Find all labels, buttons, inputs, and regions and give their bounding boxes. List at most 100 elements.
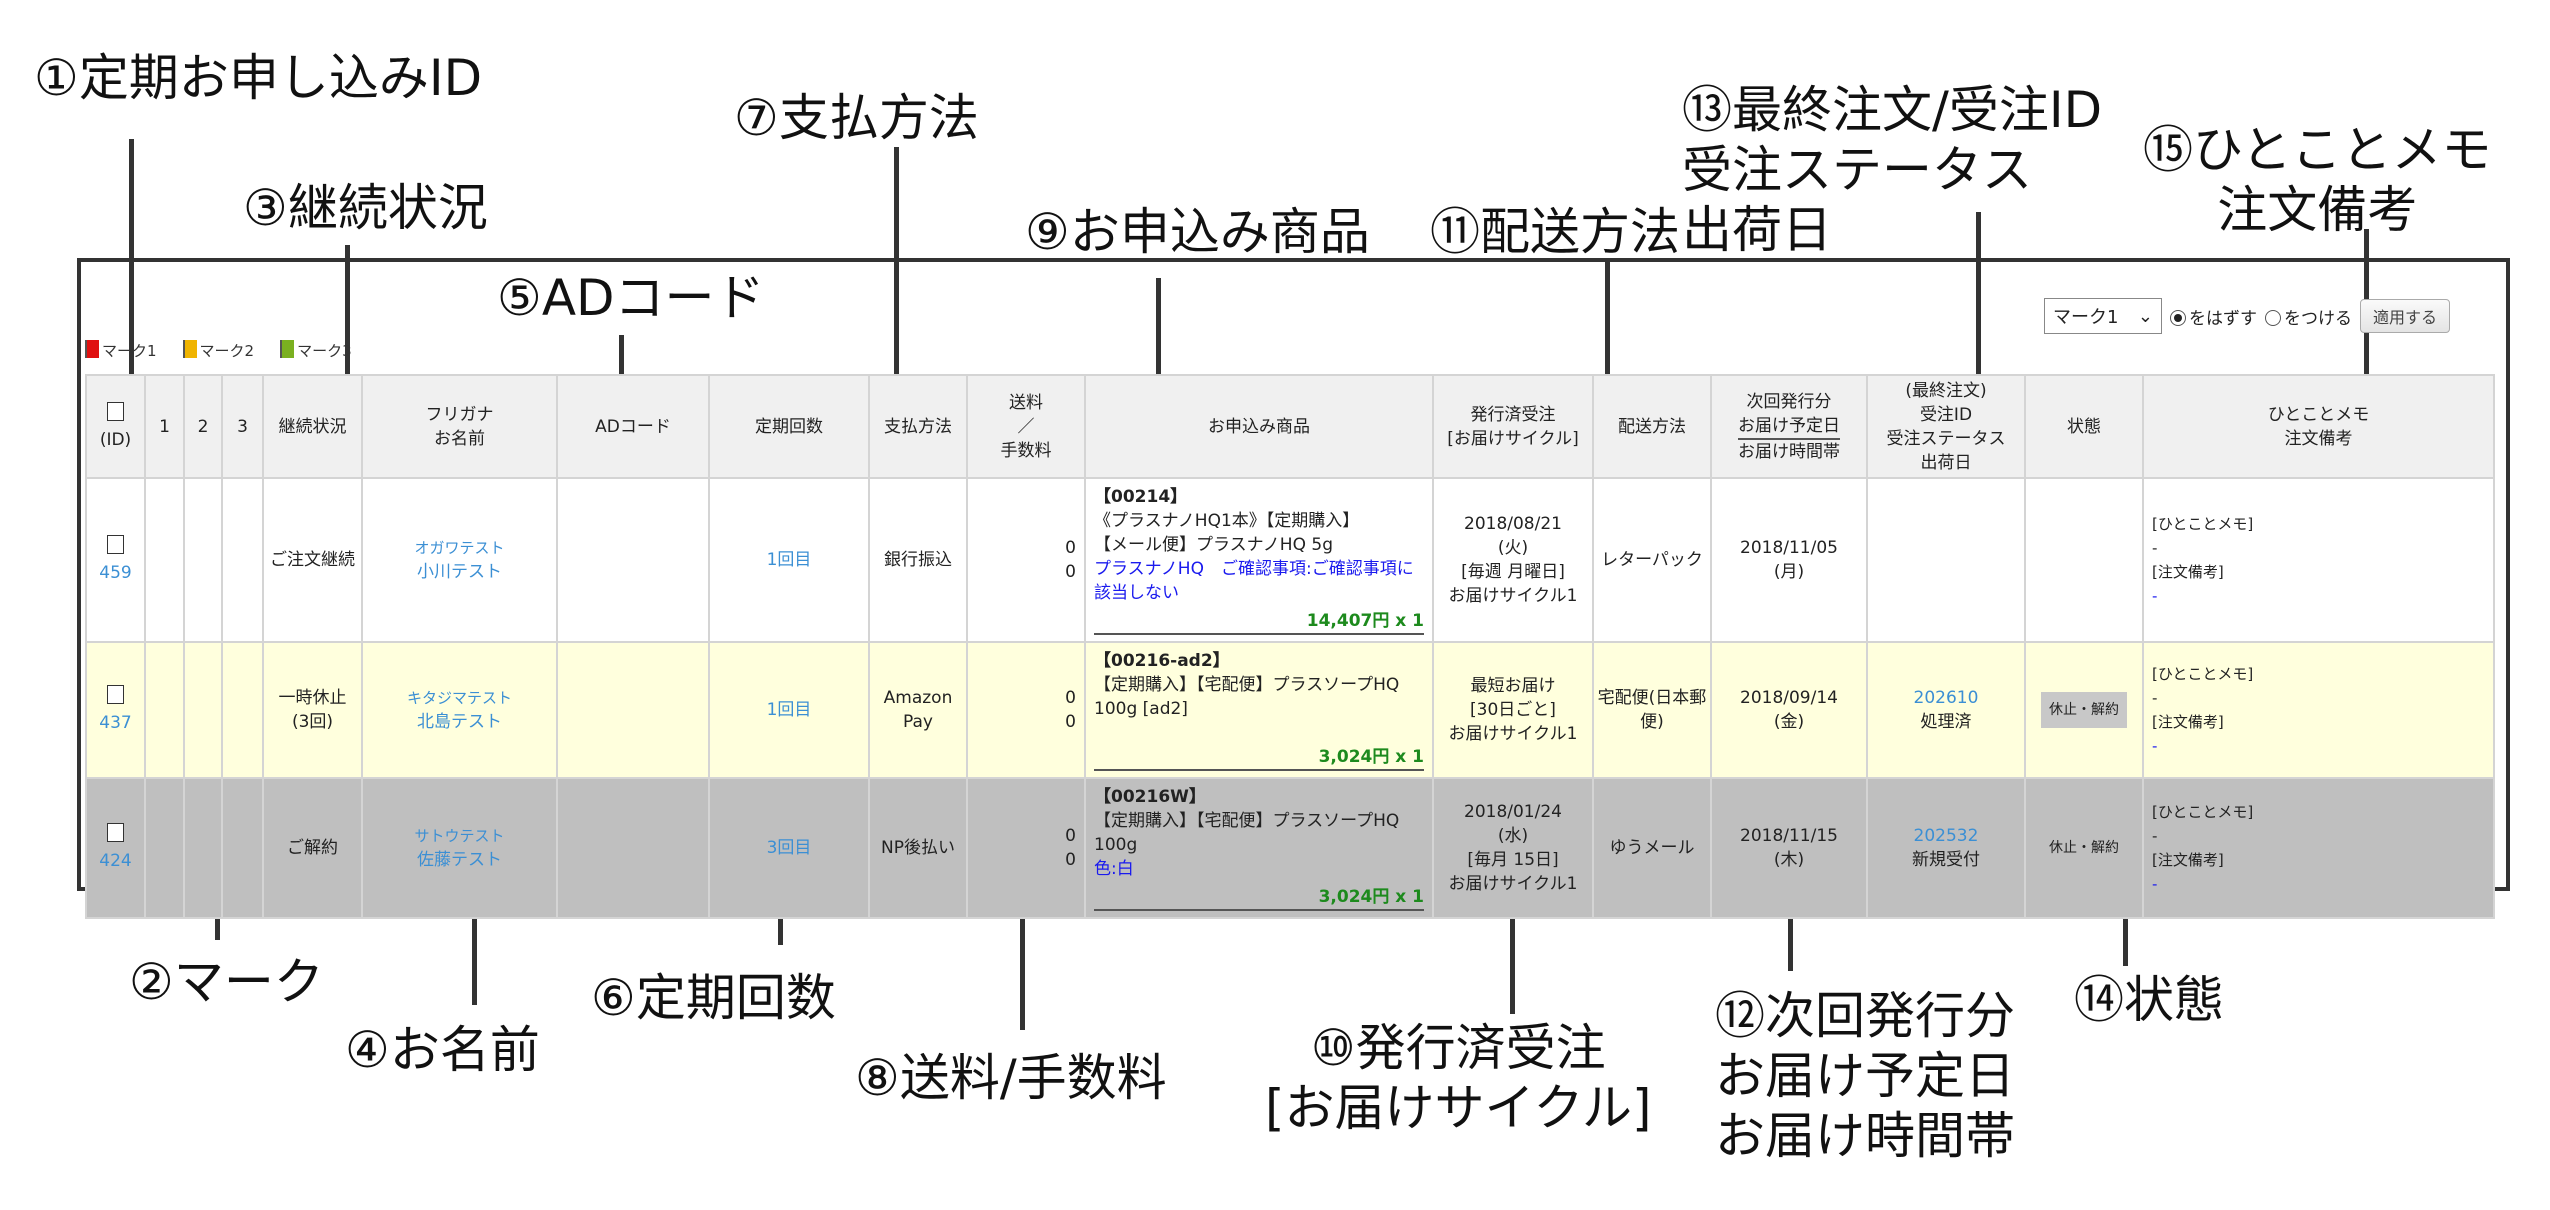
legend-label: マーク1 (102, 342, 157, 360)
fee-value: 0 (1065, 826, 1076, 846)
name-link[interactable]: 佐藤テスト (417, 850, 502, 870)
kana-link[interactable]: キタジマテスト (406, 689, 512, 707)
memo-value: - (2152, 689, 2158, 707)
product-cell: 【00216-ad2】【定期購入】【宅配便】プラスソープHQ 100g [ad2… (1084, 641, 1434, 779)
chevron-down-icon: ⌄ (2137, 305, 2153, 327)
issued-line: お届けサイクル1 (1448, 874, 1578, 894)
row-checkbox[interactable] (107, 535, 124, 554)
header-mark3[interactable]: 3 (221, 374, 264, 479)
name-cell: キタジマテスト北島テスト (361, 641, 558, 779)
id-cell: 424 (85, 777, 146, 919)
mark-select[interactable]: マーク1⌄ (2044, 298, 2162, 334)
header-mark2[interactable]: 2 (183, 374, 223, 479)
ad-cell (556, 641, 710, 779)
commission-value: 0 (1065, 850, 1076, 870)
product-code: 【00216-ad2】 (1094, 651, 1230, 671)
mark2-cell[interactable] (183, 477, 223, 643)
radio-add[interactable]: をつける (2265, 304, 2352, 329)
annotation-line-1: ⑮ひとことメモ (2143, 121, 2492, 179)
note-value[interactable]: - (2152, 587, 2158, 605)
legend-mark3: マーク3 (280, 340, 352, 361)
issued-line: お届けサイクル1 (1448, 724, 1578, 744)
mark3-cell[interactable] (221, 477, 264, 643)
annotation-line (1510, 866, 1515, 1014)
issued-cell: 最短お届け[30日ごと]お届けサイクル1 (1432, 641, 1594, 779)
header-memo: ひとことメモ注文備考 (2142, 374, 2495, 479)
header-label: (ID) (99, 429, 132, 450)
radio-icon (2170, 309, 2186, 326)
product-code: 【00214】 (1094, 487, 1188, 507)
mark1-cell[interactable] (144, 777, 185, 919)
count-cell: 3回目 (708, 777, 870, 919)
order-id-link[interactable]: 202610 (1913, 688, 1979, 708)
header-label: 注文備考 (2284, 428, 2353, 449)
row-checkbox[interactable] (107, 823, 124, 842)
note-value[interactable]: - (2152, 737, 2158, 755)
name-link[interactable]: 北島テスト (417, 712, 502, 732)
next-cell: 2018/11/05(月) (1710, 477, 1868, 643)
header-label: 発行済受注 (1470, 404, 1556, 425)
green-flag-icon (280, 340, 295, 358)
mark1-cell[interactable] (144, 477, 185, 643)
mark3-cell[interactable] (221, 777, 264, 919)
product-line: 【定期購入】【宅配便】プラスソープHQ 100g [ad2] (1094, 675, 1400, 719)
memo-label: [ひとことメモ] (2152, 803, 2254, 821)
state-cell: 休止・解約 (2024, 777, 2144, 919)
mark2-cell[interactable] (183, 777, 223, 919)
order-status: 新規受付 (1912, 850, 1980, 870)
annotation-product: ⑨お申込み商品 (1025, 203, 1370, 261)
header-label: [お届けサイクル] (1447, 428, 1579, 449)
id-link[interactable]: 437 (99, 713, 132, 733)
count-link[interactable]: 3回目 (766, 838, 812, 858)
count-cell: 1回目 (708, 641, 870, 779)
header-mark1[interactable]: 1 (144, 374, 185, 479)
memo-value: - (2152, 827, 2158, 845)
note-label: [注文備考] (2152, 851, 2224, 869)
kana-link[interactable]: オガワテスト (414, 539, 505, 557)
mark1-cell[interactable] (144, 641, 185, 779)
payment-cell: 銀行振込 (868, 477, 968, 643)
order-id-link[interactable]: 202532 (1913, 826, 1979, 846)
state-button[interactable]: 休止・解約 (2049, 840, 2119, 856)
count-link[interactable]: 1回目 (766, 550, 812, 570)
annotation-line-2: 注文備考 (2217, 181, 2418, 239)
status-value: 一時休止 (278, 688, 347, 708)
status-detail: (3回) (291, 712, 334, 732)
annotation-state: ⑭状態 (2074, 971, 2224, 1029)
issued-line: [毎月 15日] (1467, 850, 1559, 870)
issued-line: 2018/08/21 (1464, 514, 1562, 534)
count-link[interactable]: 1回目 (766, 700, 812, 720)
row-checkbox[interactable] (107, 685, 124, 704)
last-order-cell: 202532 新規受付 (1866, 777, 2026, 919)
mark-controls: マーク1⌄ をはずす をつける 適用する (2044, 298, 2451, 334)
state-cell (2024, 477, 2144, 643)
name-link[interactable]: 小川テスト (417, 562, 502, 582)
annotation-line-2: [お届けサイクル] (1265, 1079, 1652, 1137)
count-cell: 1回目 (708, 477, 870, 643)
annotation-mark: ②マーク (129, 953, 324, 1011)
mark3-cell[interactable] (221, 641, 264, 779)
yellow-flag-icon (182, 340, 197, 358)
state-button[interactable]: 休止・解約 (2041, 692, 2127, 728)
shipping-cell: 宅配便(日本郵便) (1592, 641, 1712, 779)
radio-remove[interactable]: をはずす (2170, 304, 2257, 329)
annotation-memo: ⑮ひとことメモ 注文備考 (2143, 120, 2492, 240)
status-cell: ご注文継続 (262, 477, 363, 643)
note-value[interactable]: - (2152, 875, 2158, 893)
next-date: 2018/09/14 (1740, 688, 1838, 708)
annotation-issued: ⑩発行済受注 [お届けサイクル] (1265, 1018, 1652, 1138)
apply-button[interactable]: 適用する (2360, 299, 2451, 333)
kana-link[interactable]: サトウテスト (414, 827, 505, 845)
mark2-cell[interactable] (183, 641, 223, 779)
id-link[interactable]: 424 (99, 851, 132, 871)
header-label: 送料 (1009, 392, 1043, 413)
status-cell: ご解約 (262, 777, 363, 919)
select-all-checkbox[interactable] (107, 401, 124, 421)
next-date: 2018/11/05 (1740, 538, 1838, 558)
shipping-cell: ゆうメール (1592, 777, 1712, 919)
issued-line: [30日ごと] (1470, 700, 1556, 720)
id-link[interactable]: 459 (99, 563, 132, 583)
header-label: 受注ID (1919, 404, 1973, 425)
